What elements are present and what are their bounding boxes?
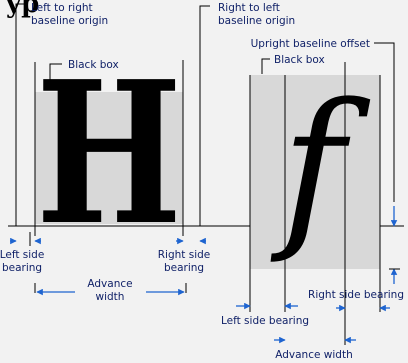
label-left-black-box: Black box: [68, 59, 119, 71]
label-left-to-right-2: baseline origin: [31, 15, 108, 27]
label-upright-baseline-offset: Upright baseline offset: [251, 38, 370, 50]
label-right-side-bearing-1: Right side: [158, 249, 211, 261]
label-advance-width-2: width: [96, 291, 125, 303]
leader-right-black-box: [261, 58, 270, 74]
leader-upright-offset: [374, 42, 395, 202]
label-right-to-left-2: baseline origin: [218, 15, 295, 27]
label-left-side-bearing-f: Left side bearing: [221, 315, 309, 327]
label-right-black-box: Black box: [274, 54, 325, 66]
label-advance-width-f: Advance width: [275, 349, 352, 361]
left-black-box: [35, 92, 183, 224]
left-glyph-group: H Left to right baseline origin Right to…: [0, 2, 295, 303]
leader-left-black-box: [49, 63, 62, 88]
label-advance-width-1: Advance: [87, 278, 132, 290]
leader-right-to-left: [199, 5, 210, 22]
glyph-h: H: [36, 39, 182, 269]
label-left-side-bearing-2: bearing: [2, 262, 42, 274]
right-glyph-group: f Upright baseline offset Black box Righ…: [221, 38, 404, 361]
label-left-side-bearing-1: Left side: [0, 249, 44, 261]
label-right-side-bearing-2: bearing: [164, 262, 204, 274]
label-right-to-left-1: Right to left: [218, 2, 280, 14]
leader-left-to-right: [15, 3, 26, 10]
label-right-side-bearing-f: Right side bearing: [308, 289, 404, 301]
right-black-box: [250, 75, 380, 269]
label-left-to-right-1: Left to right: [31, 2, 93, 14]
heading-fragment: yp: [5, 0, 39, 19]
